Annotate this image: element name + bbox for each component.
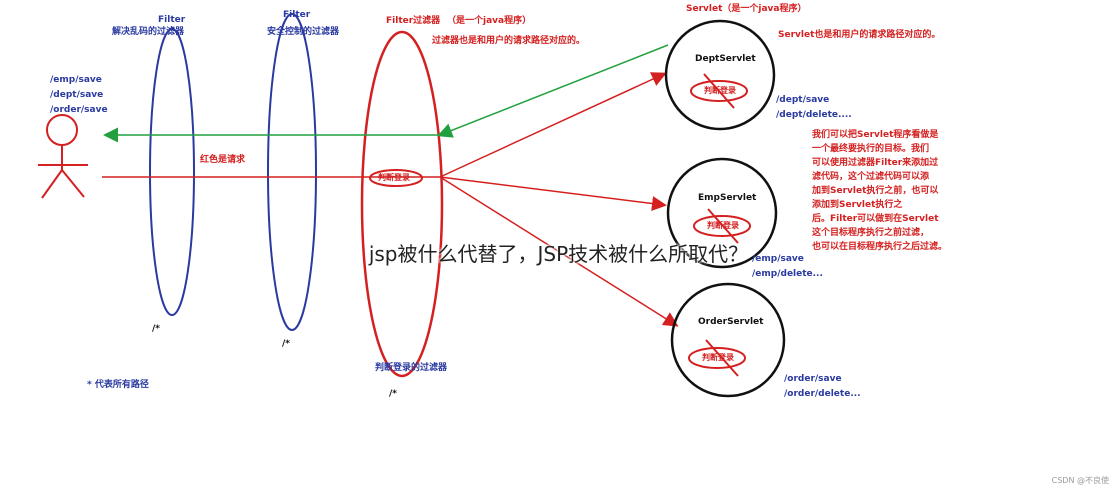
login-filter-path-note: 过滤器也是和用户的请求路径对应的。 <box>432 36 586 46</box>
wildcard-note: * 代表所有路径 <box>87 380 149 390</box>
dept-servlet-circle <box>664 19 776 131</box>
note-line: 加到Servlet执行之前，也可以 <box>812 186 939 196</box>
encoding-filter-desc: 解决乱码的过滤器 <box>112 27 185 37</box>
dept-stamp <box>690 73 748 109</box>
watermark: CSDN @不良使 <box>1051 476 1109 485</box>
note-line: 一个最终要执行的目标。我们 <box>812 144 930 154</box>
overlay-title: jsp被什么代替了，JSP技术被什么所取代？ <box>368 242 749 266</box>
emp-stamp <box>693 208 751 244</box>
note-line: 这个目标程序执行之前过滤， <box>812 228 930 238</box>
order-servlet-stamp: 判断登录 <box>702 353 734 362</box>
client-path-dept: /dept/save <box>50 90 104 100</box>
request-label: 红色是请求 <box>200 155 246 165</box>
note-line: 我们可以把Servlet程序看做是 <box>812 130 939 140</box>
login-stamp-ellipse <box>369 169 423 187</box>
servlet-filter-note: 我们可以把Servlet程序看做是 一个最终要执行的目标。我们 可以使用过滤器F… <box>812 128 947 254</box>
dept-servlet-stamp: 判断登录 <box>704 86 736 95</box>
client-path-emp: /emp/save <box>50 75 102 85</box>
note-line: 可以使用过滤器Filter来添加过 <box>812 158 939 168</box>
encoding-filter-name: Filter <box>158 15 186 25</box>
emp-path-delete: /emp/delete... <box>752 269 823 279</box>
emp-path-save: /emp/save <box>752 254 804 264</box>
encoding-filter-ellipse <box>149 28 195 316</box>
order-servlet-name: OrderServlet <box>698 317 764 327</box>
client-path-order: /order/save <box>50 105 108 115</box>
login-filter-stamp: 判断登录 <box>378 173 410 182</box>
arrow-to-order-servlet <box>439 176 679 327</box>
security-filter-desc: 安全控制的过滤器 <box>267 27 340 37</box>
response-line-to-filter <box>437 44 669 138</box>
arrow-to-dept-servlet <box>439 72 667 178</box>
login-filter-title: Filter过滤器 <box>386 16 441 26</box>
note-line: 也可以在目标程序执行之后过滤。 <box>812 242 948 252</box>
order-path-delete: /order/delete... <box>784 389 861 399</box>
emp-servlet-name: EmpServlet <box>698 193 757 203</box>
security-filter-ellipse <box>267 13 317 331</box>
client-figure <box>38 114 88 199</box>
login-filter-caption: 判断登录的过滤器 <box>375 363 448 373</box>
servlet-header-path-note: Servlet也是和用户的请求路径对应的。 <box>778 30 941 40</box>
login-filter-title-note: （是一个java程序） <box>447 16 532 26</box>
order-servlet-circle <box>670 282 786 398</box>
emp-servlet-circle <box>666 157 778 269</box>
note-line: 滤代码，这个过滤代码可以添 <box>812 172 930 182</box>
login-filter-ellipse <box>360 30 444 378</box>
dept-path-save: /dept/save <box>776 95 830 105</box>
order-stamp <box>688 339 746 377</box>
dept-servlet-name: DeptServlet <box>695 54 756 64</box>
order-path-save: /order/save <box>784 374 842 384</box>
note-line: 添加到Servlet执行之 <box>812 200 903 210</box>
dept-path-delete: /dept/delete.... <box>776 110 852 120</box>
encoding-filter-path: /* <box>152 324 160 334</box>
servlet-header-title: Servlet（是一个java程序） <box>686 4 807 14</box>
note-line: 后。Filter可以做到在Servlet <box>812 214 939 224</box>
security-filter-path: /* <box>282 339 290 349</box>
security-filter-name: Filter <box>283 10 311 20</box>
emp-servlet-stamp: 判断登录 <box>707 221 739 230</box>
login-filter-path: /* <box>389 389 397 399</box>
arrow-to-emp-servlet <box>439 176 667 211</box>
